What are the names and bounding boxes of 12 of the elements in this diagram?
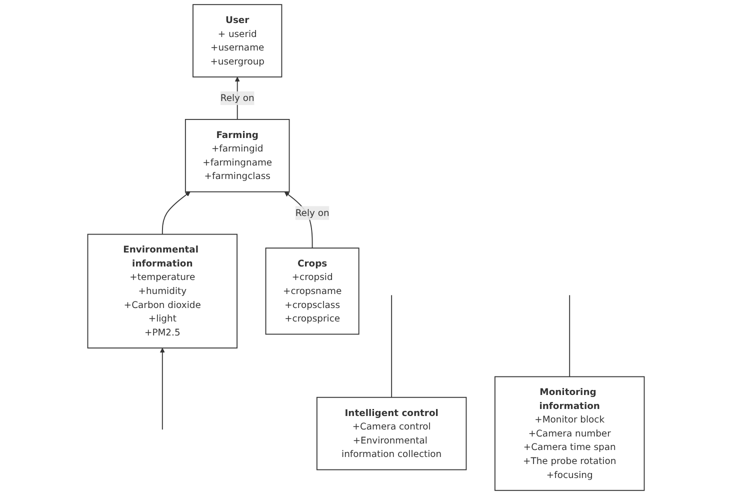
- arrow: [160, 348, 165, 430]
- node-box: Monitoring information +Monitor block +Camera number +Camera time span +The probe rotation +focusing: [494, 376, 645, 491]
- edge-label: Rely on: [220, 92, 254, 104]
- node-box: Environmental information +temperature +humidity +Carbon dioxide +light +PM2.5: [87, 234, 238, 348]
- node-box: Crops +cropsid +cropsname +cropsclass +cropsprice: [265, 248, 360, 335]
- connector: [391, 294, 392, 398]
- edge-label: Rely on: [295, 207, 330, 218]
- connector: [569, 294, 570, 378]
- arrow: [162, 192, 190, 235]
- node-box: Farming +farmingid +farmingname +farmingclass: [184, 118, 290, 192]
- node-box: User + userid +username +usergroup: [192, 4, 282, 78]
- node-box: Intelligent control +Camera control +Environmental information collection: [316, 396, 467, 470]
